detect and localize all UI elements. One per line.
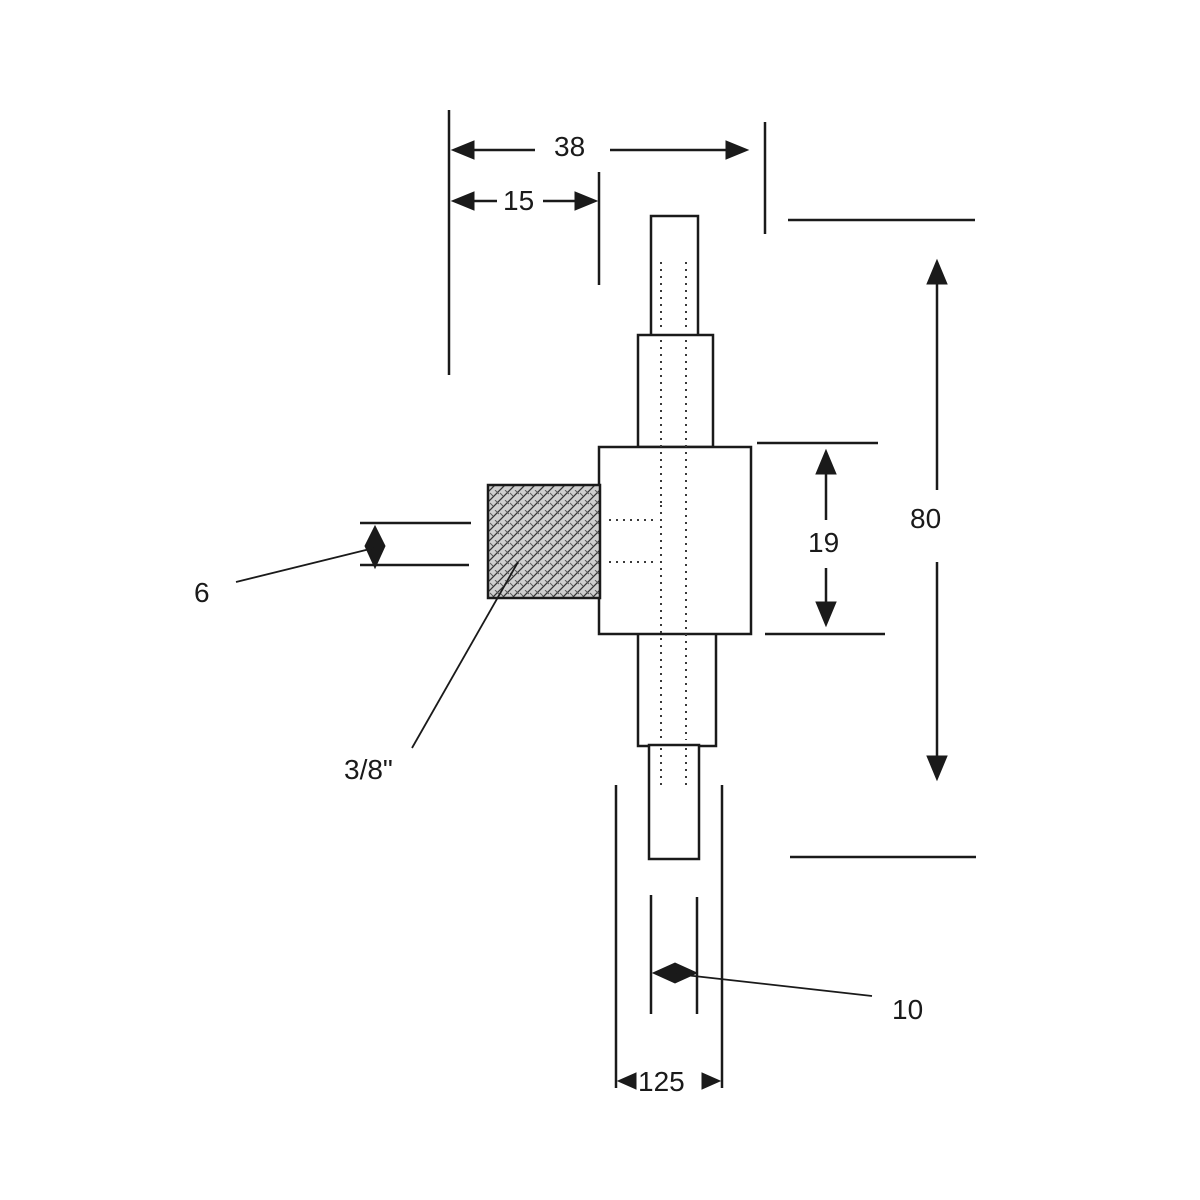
dim-label-thread: 3/8" <box>344 754 393 785</box>
bottom-pin <box>647 743 701 861</box>
upper-collar <box>636 333 715 449</box>
part-outline <box>486 214 753 861</box>
main-block <box>597 445 753 636</box>
side-nozzle-hatched <box>486 483 602 600</box>
lower-collar <box>636 630 718 748</box>
top-pin <box>649 214 700 338</box>
dim-label-19: 19 <box>808 527 839 558</box>
dim-label-38: 38 <box>554 131 585 162</box>
dim-label-6: 6 <box>194 577 210 608</box>
dim-label-15: 15 <box>503 185 534 216</box>
dimension-arrows <box>364 140 948 1090</box>
hidden-lines <box>609 262 687 790</box>
dim-label-125: 125 <box>638 1066 685 1097</box>
leader-lines <box>235 547 873 997</box>
dim-label-80: 80 <box>910 503 941 534</box>
dim-label-10: 10 <box>892 994 923 1025</box>
extension-lines <box>360 110 976 1088</box>
